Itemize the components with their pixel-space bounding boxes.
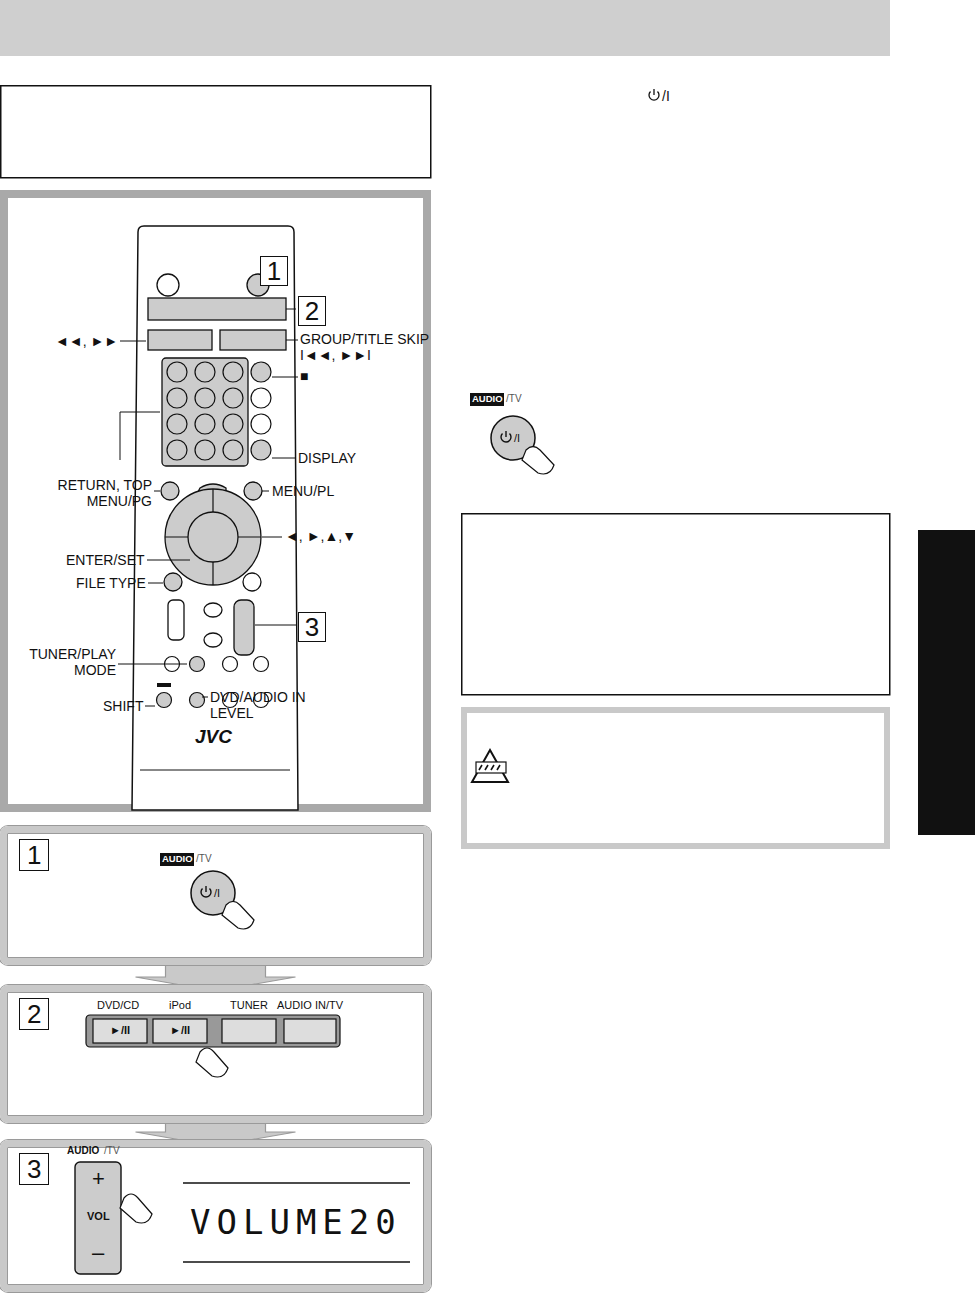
- step-number: 2: [19, 998, 49, 1030]
- key-label: ◄, ►,▲,▼: [285, 528, 356, 544]
- key-label: ENTER/SET: [66, 552, 145, 568]
- power-label: /I: [514, 432, 520, 445]
- callout-box: 1: [260, 256, 288, 286]
- step-number: 3: [19, 1153, 49, 1185]
- audio-badge: AUDIO: [162, 854, 193, 865]
- step-number: 2: [305, 298, 319, 324]
- brand-logo: JVC: [195, 726, 232, 748]
- key-label: SHIFT: [103, 698, 143, 714]
- mode-label: /TV: [196, 853, 212, 865]
- key-label: I◄◄, ►►I: [300, 347, 371, 363]
- key-label: DVD/AUDIO IN LEVEL: [210, 689, 340, 721]
- key-label: ◄◄, ►►: [55, 333, 118, 349]
- audio-label: AUDIO: [67, 1145, 99, 1157]
- source-label: TUNER: [230, 999, 268, 1012]
- display-readout: VOLUME20: [190, 1203, 402, 1242]
- source-label: iPod: [169, 999, 191, 1012]
- key-label: GROUP/TITLE SKIP: [300, 331, 429, 347]
- button-label: ►/II: [170, 1024, 190, 1037]
- volume-sign: +: [92, 1166, 105, 1191]
- key-label: DISPLAY: [298, 450, 356, 466]
- callout-box: 3: [298, 612, 326, 642]
- mode-label: /TV: [104, 1145, 120, 1157]
- audio-badge: AUDIO: [472, 394, 503, 405]
- source-label: AUDIO IN/TV: [277, 999, 343, 1012]
- key-label: FILE TYPE: [76, 575, 146, 591]
- volume-sign: –: [92, 1240, 104, 1265]
- button-label: ►/II: [110, 1024, 130, 1037]
- mode-label: /TV: [506, 393, 522, 405]
- step-number: 1: [267, 258, 281, 284]
- key-label: MENU/PL: [272, 483, 334, 499]
- key-label: ■: [300, 368, 308, 384]
- step-panel: 2: [0, 985, 431, 1123]
- callout-box: 2: [298, 296, 326, 326]
- volume-label: VOL: [87, 1210, 110, 1223]
- step-number: 3: [305, 614, 319, 640]
- power-label: /I: [214, 887, 220, 900]
- key-label: TUNER/PLAY MODE: [16, 646, 116, 678]
- source-label: DVD/CD: [97, 999, 139, 1012]
- key-label: RETURN, TOP MENU/PG: [40, 477, 152, 509]
- step-number: 1: [19, 839, 49, 871]
- power-label: /I: [662, 88, 670, 104]
